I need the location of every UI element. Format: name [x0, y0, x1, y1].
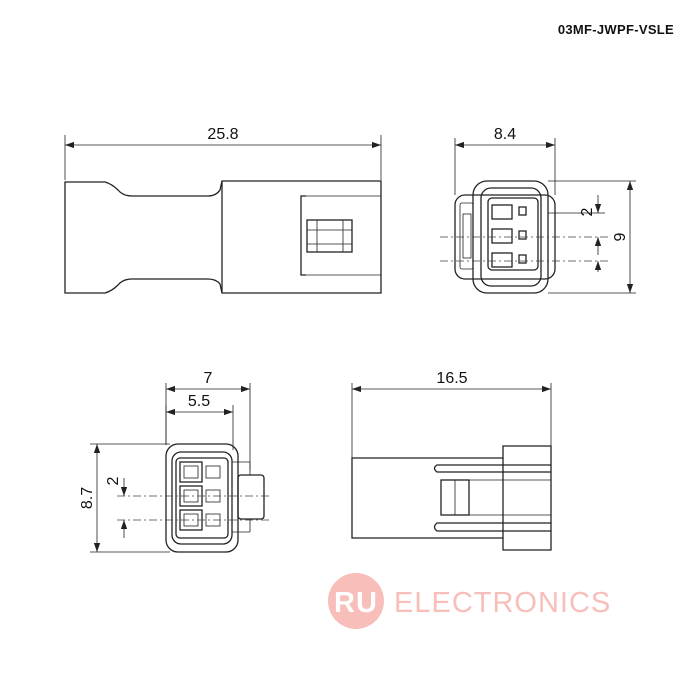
top-view: 16.5: [351, 370, 552, 551]
front-cavity-1: [491, 204, 513, 220]
watermark-badge-text: RU: [334, 587, 378, 619]
watermark: RU ELECTRONICS: [328, 573, 611, 629]
watermark-text: ELECTRONICS: [394, 587, 611, 619]
rear-inner-width-dimension: 5.5: [188, 393, 210, 410]
rear-pitch-dimension: 2: [105, 476, 122, 485]
side-latch: [306, 219, 353, 253]
front-view: 8.4 2 9: [440, 126, 636, 294]
part-number-label: 03MF-JWPF-VSLE: [557, 22, 674, 37]
front-width-dimension: 8.4: [494, 126, 516, 143]
rear-cavity-1: [179, 461, 203, 483]
watermark-badge-circle: [328, 573, 384, 629]
front-cavity-2: [491, 228, 513, 244]
rear-outer-width-dimension: 7: [204, 370, 213, 387]
rear-latch: [237, 474, 265, 520]
rear-height-dimension: 8.7: [79, 487, 96, 509]
front-height-dimension: 9: [612, 232, 629, 241]
front-pitch-dimension: 2: [579, 207, 596, 216]
front-cavity-3: [491, 252, 513, 268]
side-view: 25.8: [64, 126, 382, 294]
side-view-outline: [64, 180, 382, 294]
side-length-dimension: 25.8: [207, 126, 238, 143]
top-length-dimension: 16.5: [436, 370, 467, 387]
top-view-outline: [351, 445, 552, 551]
rear-view: 7 5.5 2 8.7: [79, 370, 270, 553]
